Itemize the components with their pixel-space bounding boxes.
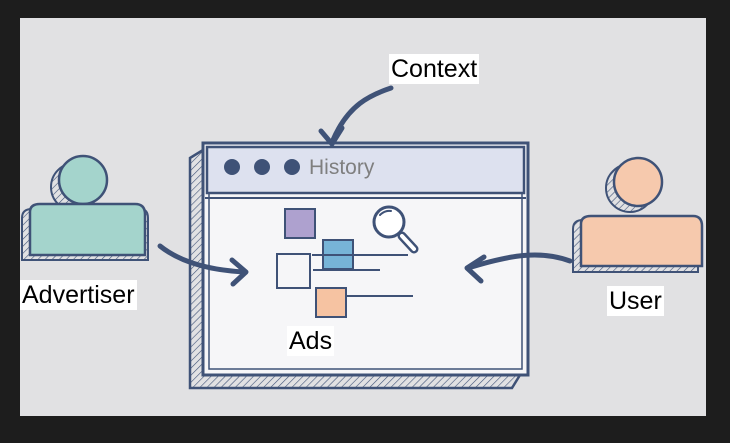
window-dot-icon — [284, 159, 300, 175]
context-label: Context — [389, 54, 480, 84]
window-dot-icon — [254, 159, 270, 175]
ad-square-orange — [315, 287, 347, 318]
browser-window: History — [188, 141, 530, 390]
ad-square-empty — [276, 253, 311, 289]
magnifier-icon — [372, 205, 419, 254]
user-person-icon — [572, 156, 704, 273]
context-arrow — [318, 85, 394, 147]
ads-label: Ads — [287, 326, 335, 356]
ad-square-purple — [284, 208, 316, 239]
history-label: History — [309, 156, 375, 179]
advertiser-label: Advertiser — [20, 280, 137, 310]
ads-content — [276, 208, 413, 318]
advertiser-person-icon — [21, 154, 149, 261]
window-dot-icon — [224, 159, 240, 175]
advertiser-arrow — [157, 243, 249, 287]
user-arrow — [464, 252, 573, 284]
user-label: User — [607, 286, 664, 316]
